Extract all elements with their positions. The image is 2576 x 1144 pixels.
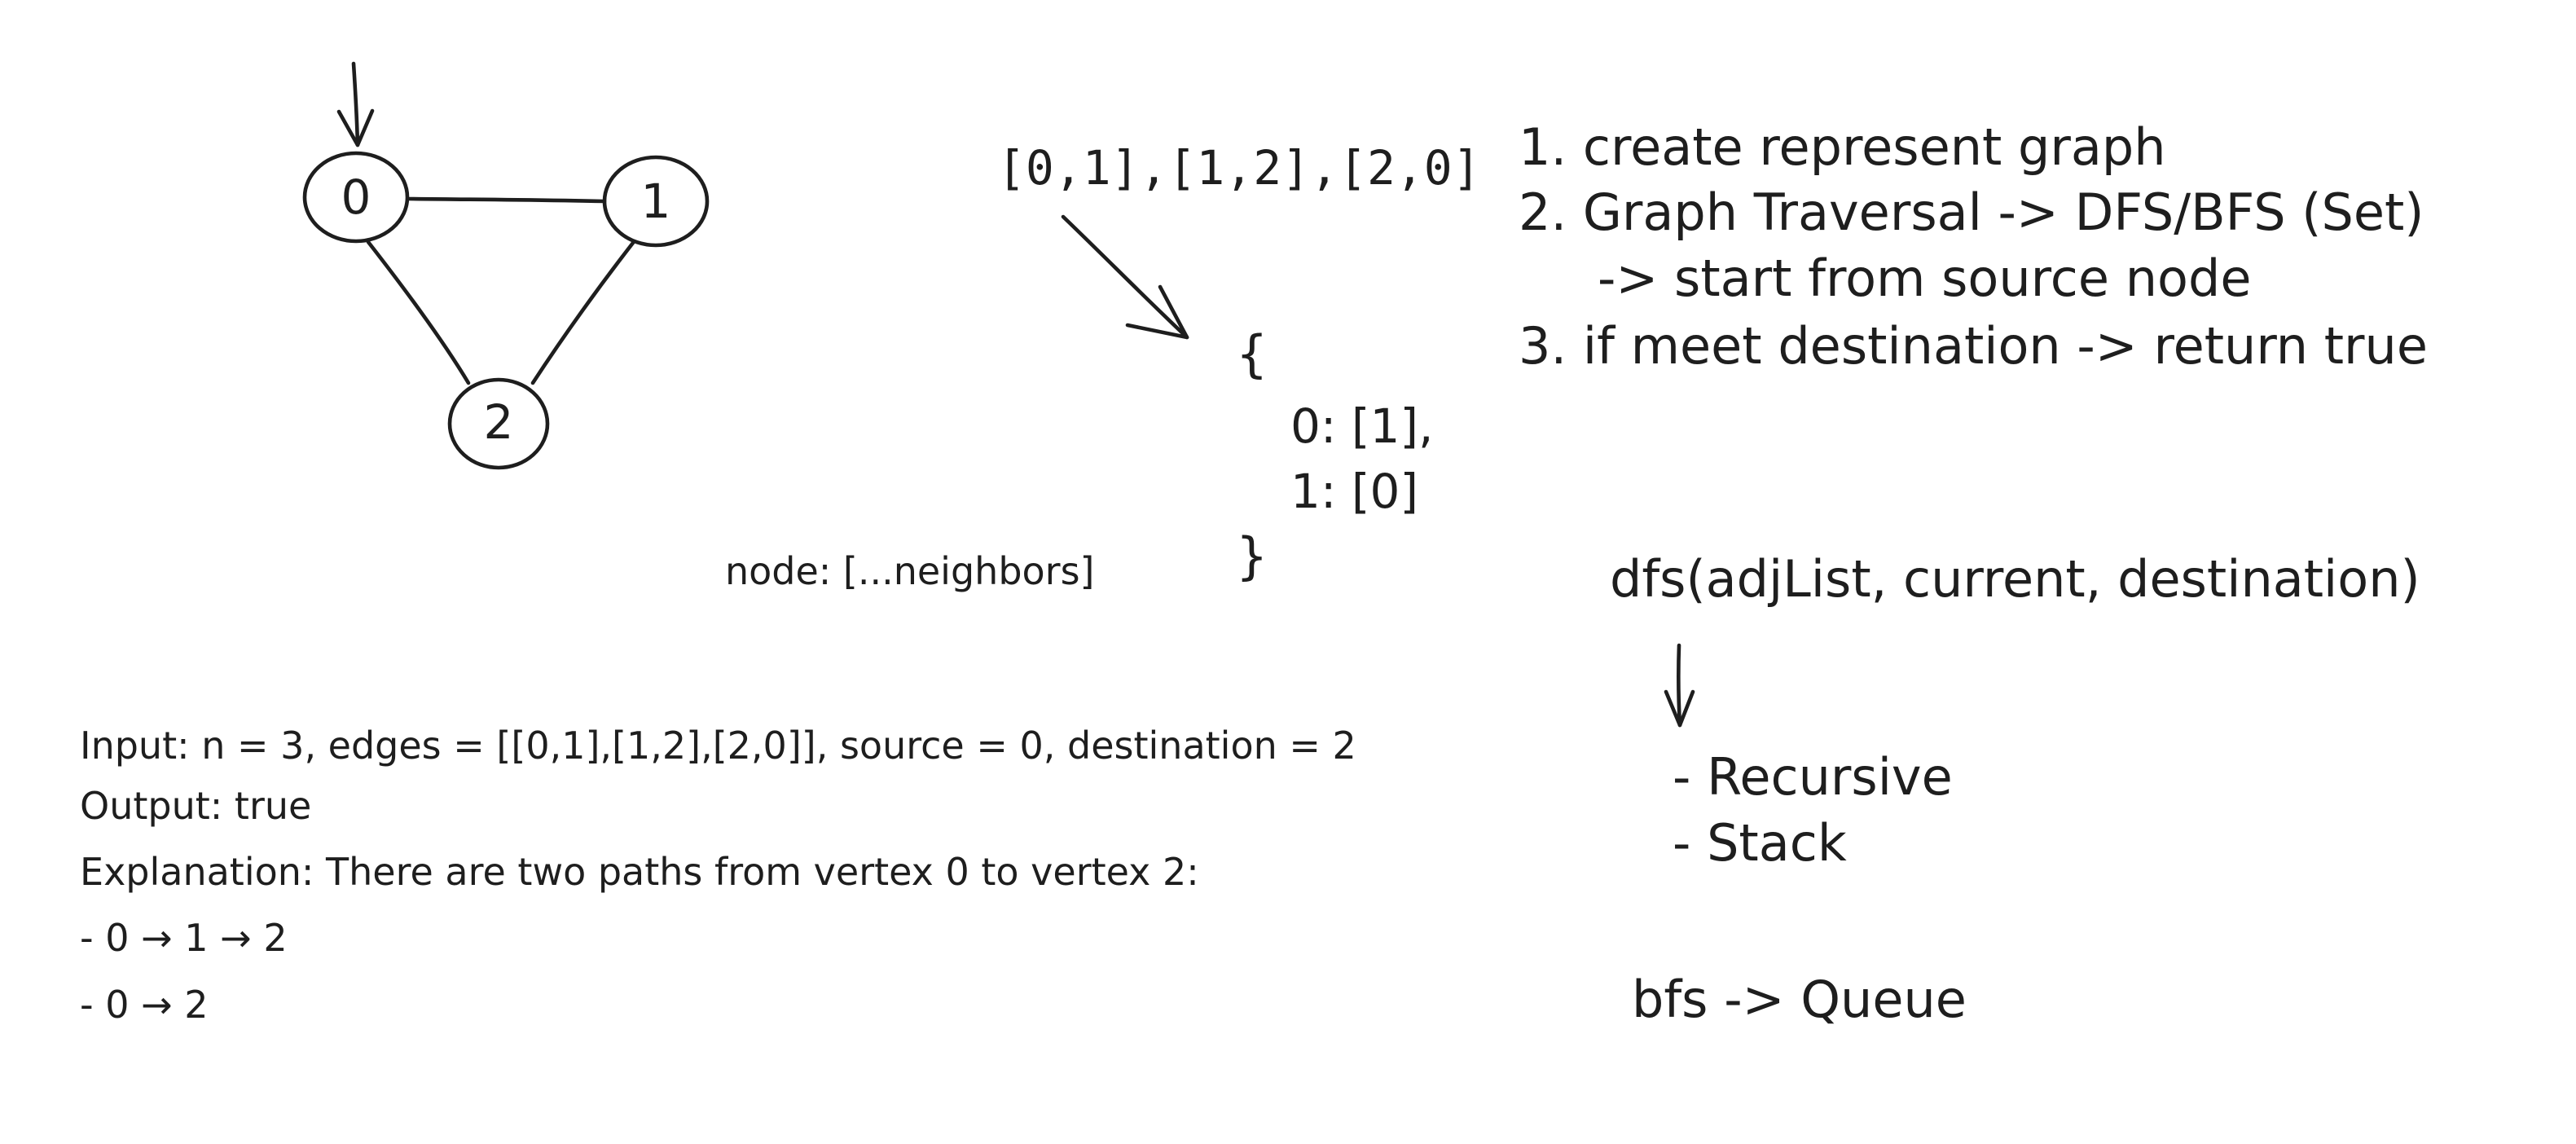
dfs-down-arrow: [1677, 643, 1682, 728]
step-2: 2. Graph Traversal -> DFS/BFS (Set): [1519, 183, 2424, 242]
edge-0-2: [366, 240, 471, 385]
example-input: Input: n = 3, edges = [[0,1],[1,2],[2,0]…: [80, 724, 1356, 768]
edge-0-1: [407, 196, 607, 204]
graph-node-2: 2: [447, 377, 550, 470]
step-3: 3. if meet destination -> return true: [1519, 316, 2428, 376]
graph-node-0: 0: [302, 151, 410, 244]
example-output: Output: true: [80, 784, 312, 828]
conversion-arrow: [1061, 214, 1189, 340]
adjacency-format-label: node: [...neighbors]: [725, 549, 1095, 593]
dfs-option-stack: - Stack: [1673, 813, 1847, 873]
adjacency-entry-0: 0: [1],: [1290, 398, 1434, 454]
svg-text:0: 0: [341, 169, 371, 225]
step-2-detail: -> start from source node: [1598, 249, 2252, 308]
svg-text:1: 1: [641, 174, 671, 229]
bfs-note: bfs -> Queue: [1632, 970, 1967, 1029]
dfs-signature: dfs(adjList, current, destination): [1610, 549, 2420, 609]
adjacency-open-brace: {: [1237, 324, 1268, 384]
example-path-1: - 0 → 1 → 2: [80, 916, 288, 960]
graph-node-1: 1: [602, 155, 710, 248]
edge-list-text: [0,1],[1,2],[2,0]: [997, 140, 1481, 196]
edge-1-2: [530, 240, 635, 385]
example-explanation: Explanation: There are two paths from ve…: [80, 850, 1199, 894]
adjacency-entry-1: 1: [0]: [1290, 464, 1419, 519]
adjacency-close-brace: }: [1237, 526, 1268, 586]
start-arrow-head: [336, 108, 375, 147]
dfs-down-arrow-head: [1664, 689, 1695, 728]
step-1: 1. create represent graph: [1519, 117, 2166, 177]
svg-text:2: 2: [484, 394, 514, 450]
start-arrow: [351, 61, 360, 147]
dfs-option-recursive: - Recursive: [1673, 747, 1953, 807]
conversion-arrow-head: [1125, 284, 1189, 340]
example-path-2: - 0 → 2: [80, 983, 209, 1027]
